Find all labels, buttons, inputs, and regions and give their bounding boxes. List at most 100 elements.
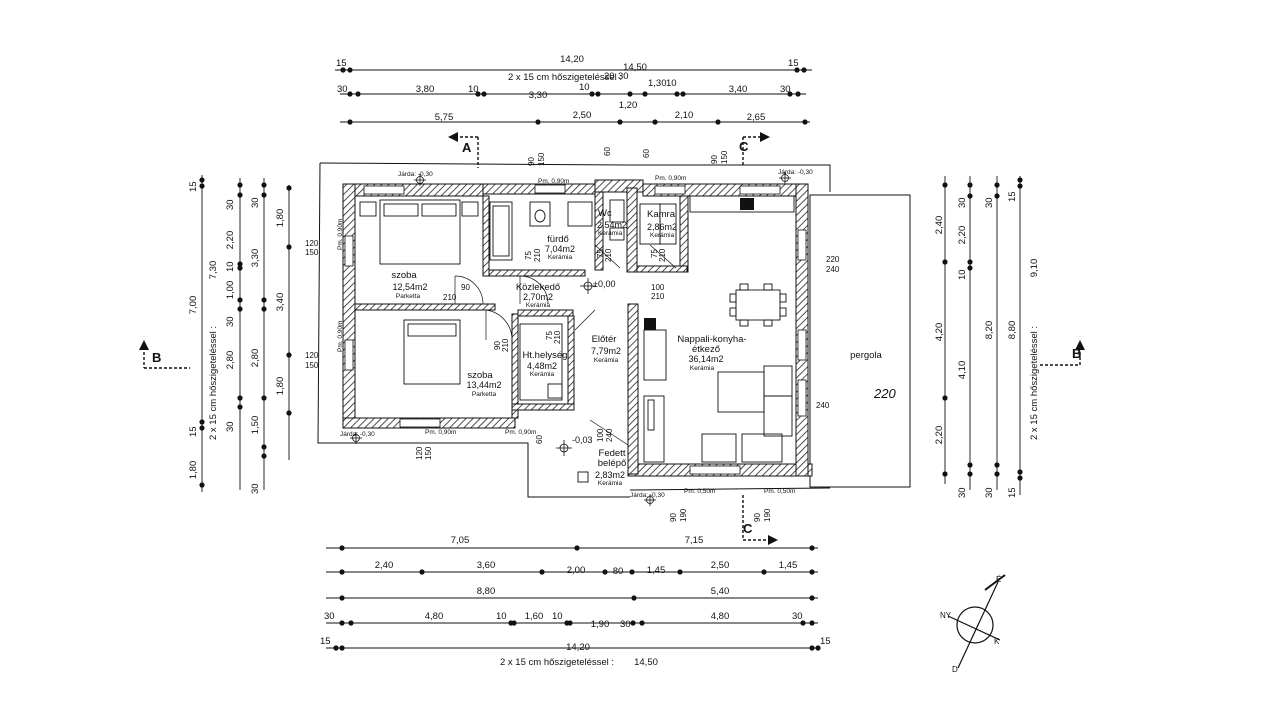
opening-height: 210 [553, 330, 562, 344]
dim-label: 2,40 [375, 560, 394, 571]
dim-label: 10 [957, 269, 968, 280]
dim-label: 15 [320, 636, 331, 647]
opening-height: 210 [443, 293, 457, 302]
section-label-b-left: B [152, 350, 161, 365]
room-material: Kerámia [650, 232, 675, 239]
opening-width: 100 [596, 428, 605, 442]
parapet-height: Pm. 0,90m [337, 219, 344, 250]
section-label-b-right: B [1072, 346, 1081, 361]
opening-height: 150 [720, 150, 729, 164]
dim-label: 1,45 [779, 560, 798, 571]
dim-label: 30 [225, 421, 236, 432]
room-area: 4,48m2 [527, 361, 557, 371]
dim-label: 15 [336, 58, 347, 69]
exterior-walls [342, 179, 813, 477]
parapet-height: Pm. 0,90m [655, 175, 686, 182]
furniture [359, 195, 795, 483]
dim-label: 30 [225, 199, 236, 210]
room-name: Kamra [647, 209, 676, 220]
door-swings [454, 244, 677, 446]
dim-label: 2,80 [250, 349, 261, 368]
room-material: Parketta [472, 391, 497, 398]
dim-label: 8,80 [477, 586, 496, 597]
opening-height: 190 [679, 508, 688, 522]
room-area: 2,70m2 [523, 292, 553, 302]
dim-label: 2,40 [934, 216, 945, 235]
dim-label: 1,50 [250, 416, 261, 435]
dim-label: 80 [613, 566, 624, 577]
compass-east: K [994, 637, 1000, 646]
dim-label: 9,10 [1029, 259, 1040, 278]
compass-south: D [952, 665, 958, 674]
opening-height: 210 [651, 292, 665, 301]
dim-label: 2,20 [934, 426, 945, 445]
dim-label: 7,15 [685, 535, 704, 546]
opening-dimensions: 120 150 120 150 220 240 240 90 210 100 2… [305, 147, 840, 522]
opening-width: 220 [826, 255, 840, 264]
dim-label: 15 [788, 58, 799, 69]
dim-label: 10 [579, 82, 590, 93]
dim-label: 3,40 [729, 84, 748, 95]
room-name: szoba [467, 370, 493, 381]
room-eloter: Előtér 7,79m2 Kerámia [591, 334, 621, 364]
room-material: Kerámia [530, 371, 555, 378]
parapet-height: Pm. 0,90m [538, 178, 569, 185]
opening-height: 240 [826, 265, 840, 274]
opening-height: 150 [424, 446, 433, 460]
dim-label: 30 [792, 611, 803, 622]
dim-label: 1,80 [188, 461, 199, 480]
opening-height: 240 [605, 428, 614, 442]
room-area: 36,14m2 [688, 354, 723, 364]
opening-width: 120 [415, 446, 424, 460]
bottom-dimension-labels: 7,05 7,15 2,40 3,60 2,00 80 1,45 2,50 1,… [320, 535, 831, 668]
dim-label: 30 [250, 483, 261, 494]
room-wc: Wc 2,54m2 Kerámia [597, 208, 627, 237]
opening-width: 90 [669, 513, 678, 522]
floor-level-entry: -0,03 [572, 435, 593, 445]
dim-label: 1,80 [275, 377, 286, 396]
room-name: Közlekedő [516, 282, 560, 293]
opening-height: 150 [305, 248, 319, 257]
room-material: Kerámia [690, 365, 715, 372]
left-dimension-ticks [199, 177, 292, 488]
parapet-height: Pm. 0,50m [764, 488, 795, 495]
opening-width: 90 [753, 513, 762, 522]
dim-label: 4,20 [934, 323, 945, 342]
dim-label: 2,50 [573, 110, 592, 121]
opening-width: 120 [305, 239, 319, 248]
room-area: 2,86m2 [647, 222, 677, 232]
room-material: Kerámia [594, 357, 619, 364]
bottom-dimension-ticks [333, 545, 821, 651]
dim-label: 4,80 [425, 611, 444, 622]
opening-width: 90 [461, 283, 470, 292]
opening-width: 100 [651, 283, 665, 292]
insulation-note: 2 x 15 cm hőszigeteléssel : [208, 326, 219, 440]
room-material: Kerámia [526, 302, 551, 309]
furniture-dark [644, 198, 754, 330]
dim-label: 15 [188, 181, 199, 192]
room-szoba-1: szoba 12,54m2 Parketta [391, 270, 427, 300]
opening-width: 120 [305, 351, 319, 360]
dim-label: 20 [604, 71, 615, 82]
opening-width: 75 [596, 249, 605, 258]
interior-walls [354, 187, 689, 475]
opening-width: 90 [493, 341, 502, 350]
room-name-line2: étkező [692, 344, 720, 355]
right-dimension-labels: 2,40 4,20 2,20 30 2,20 10 4,10 30 30 8,2… [934, 191, 1040, 498]
dim-label: 3,30 [529, 90, 548, 101]
room-name: Ht.helység [523, 350, 568, 361]
insulation-note: 2 x 15 cm hőszigeteléssel : [508, 72, 622, 83]
room-nappali: Nappali-konyha- étkező 36,14m2 Kerámia [677, 334, 746, 372]
compass-west: NY [940, 611, 952, 620]
dim-label: 14,50 [634, 657, 658, 668]
dim-label: 14,20 [566, 642, 590, 653]
room-name: Wc [598, 208, 612, 219]
opening-height: 150 [537, 152, 546, 166]
room-name-line2: belépő [598, 458, 627, 469]
dim-label: 1,80 [275, 209, 286, 228]
dim-label: 30 [250, 197, 261, 208]
dim-label: 5,75 [435, 112, 454, 123]
section-label-c-top: C [739, 139, 749, 154]
room-fedett-belepo: Fedett belépő 2,83m2 Kerámia [595, 448, 626, 487]
